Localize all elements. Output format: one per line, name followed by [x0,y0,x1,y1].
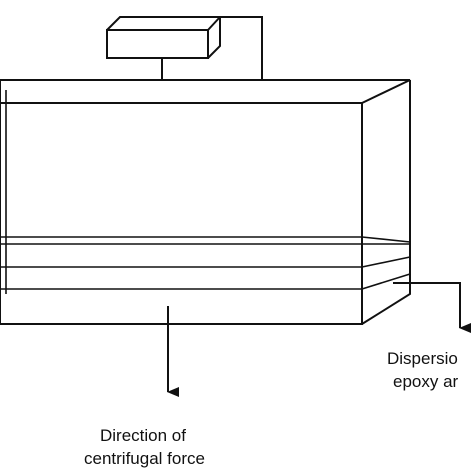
container-box [0,79,411,325]
dispersion-label-line1: Dispersio [387,349,458,368]
dispersion-layer [0,90,411,294]
dispersion-pointer-arrow [393,282,471,333]
mount-posts [161,16,263,80]
mount-block [106,16,221,59]
direction-label-line1: Direction of [100,426,186,445]
direction-label-line2: centrifugal force [84,449,205,468]
dispersion-label-line2: epoxy ar [393,372,459,391]
